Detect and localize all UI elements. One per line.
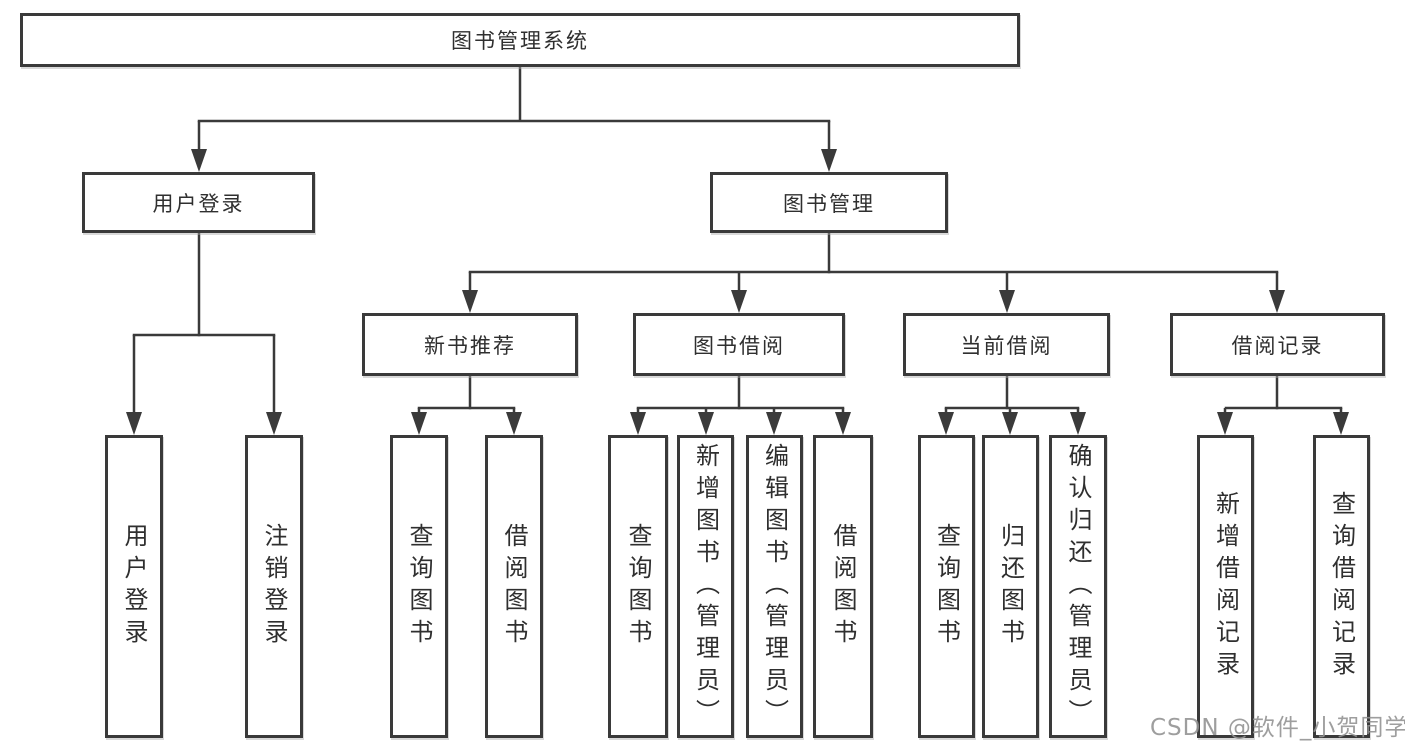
watermark: CSDN @软件_小贺同学 — [1150, 715, 1405, 741]
leaf-query-books-3: 查询图书 — [918, 435, 975, 738]
node-borrow-records: 借阅记录 — [1170, 313, 1385, 376]
leaf-edit-books-admin: 编辑图书（管理员） — [746, 435, 803, 738]
leaf-query-books-1: 查询图书 — [390, 435, 448, 738]
node-book-management: 图书管理 — [710, 172, 948, 233]
leaf-borrow-books-2: 借阅图书 — [813, 435, 873, 738]
leaf-borrow-books-1: 借阅图书 — [485, 435, 543, 738]
leaf-add-borrow-record: 新增借阅记录 — [1197, 435, 1254, 738]
leaf-query-borrow-record: 查询借阅记录 — [1313, 435, 1370, 738]
leaf-user-login: 用户登录 — [105, 435, 163, 738]
node-current-borrow: 当前借阅 — [903, 313, 1110, 376]
node-book-borrow: 图书借阅 — [633, 313, 845, 376]
leaf-logout: 注销登录 — [245, 435, 303, 738]
leaf-query-books-2: 查询图书 — [608, 435, 668, 738]
node-new-book-recommend: 新书推荐 — [362, 313, 578, 376]
leaf-return-books: 归还图书 — [982, 435, 1039, 738]
node-user-login: 用户登录 — [82, 172, 315, 233]
leaf-confirm-return-admin: 确认归还（管理员） — [1049, 435, 1107, 738]
node-root-system: 图书管理系统 — [20, 13, 1020, 67]
leaf-add-books-admin: 新增图书（管理员） — [677, 435, 734, 738]
